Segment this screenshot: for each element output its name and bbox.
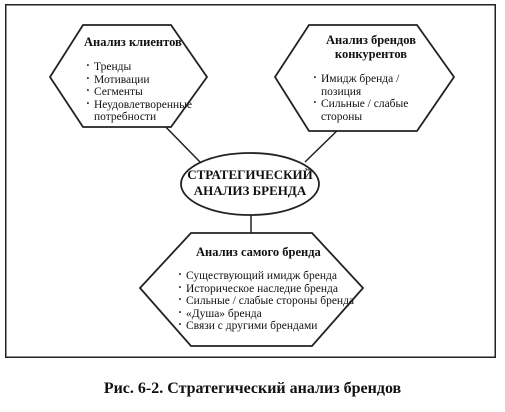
list-item: «Душа» бренда — [176, 307, 366, 321]
outer-border — [5, 4, 496, 358]
customers-title: Анализ клиентов — [84, 35, 182, 49]
competitors-node: Анализ брендов конкурентов Имидж бренда … — [311, 33, 431, 123]
list-item: Неудовлетворенные потребности — [84, 98, 209, 124]
competitors-title-line1: Анализ брендов — [326, 33, 416, 47]
customers-node: Анализ клиентов Тренды Мотивации Сегмент… — [84, 35, 204, 124]
figure-caption: Рис. 6-2. Стратегический анализ брендов — [103, 380, 402, 397]
self-node: Анализ самого бренда Существующий имидж … — [176, 245, 366, 333]
list-item: Сильные / слабые стороны — [311, 97, 419, 123]
center-label: СТРАТЕГИЧЕСКИЙ АНАЛИЗ БРЕНДА — [180, 167, 320, 199]
list-item: Мотивации — [84, 73, 204, 87]
self-list: Существующий имидж бренда Историческое н… — [176, 269, 366, 333]
competitors-list: Имидж бренда / позиция Сильные / слабые … — [311, 72, 419, 123]
self-title: Анализ самого бренда — [196, 245, 321, 259]
list-item: Историческое наследие бренда — [176, 282, 366, 296]
list-item: Связи с другими брендами — [176, 319, 366, 333]
competitors-title-line2: конкурентов — [334, 47, 408, 61]
center-ellipse — [180, 152, 320, 216]
customers-list: Тренды Мотивации Сегменты Неудовлетворен… — [84, 60, 204, 124]
center-label-line1: СТРАТЕГИЧЕСКИЙ — [187, 167, 313, 182]
center-label-line2: АНАЛИЗ БРЕНДА — [193, 183, 307, 198]
list-item: Сегменты — [84, 85, 204, 99]
competitors-title: Анализ брендов конкурентов — [311, 33, 431, 61]
list-item: Сильные / слабые стороны бренда — [176, 294, 366, 308]
list-item: Тренды — [84, 60, 204, 74]
list-item: Имидж бренда / позиция — [311, 72, 419, 98]
list-item: Существующий имидж бренда — [176, 269, 366, 283]
